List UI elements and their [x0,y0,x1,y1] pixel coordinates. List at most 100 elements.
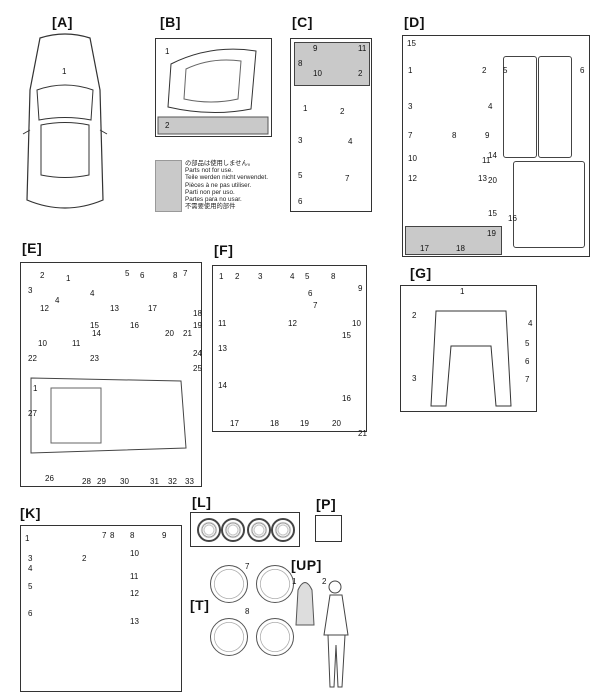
sprue-c-frame [290,38,372,212]
legend-swatch [155,160,182,212]
part-number: 24 [193,349,202,358]
part-number: 8 [245,607,250,616]
part-number: 2 [412,311,417,320]
part-number: 2 [82,554,87,563]
part-number: 7 [525,375,530,384]
part-number: 6 [308,289,313,298]
part-number: 19 [193,321,202,330]
part-number: 2 [40,271,45,280]
legend-line: 不需要使用的部件 [185,203,236,211]
wheel-part [197,518,221,542]
part-number: 13 [218,344,227,353]
part-number: 2 [358,69,363,78]
legend-line: Pièces à ne pas utiliser. [185,181,252,189]
part-number: 5 [298,171,303,180]
door-panel-part [503,56,537,158]
part-number: 11 [358,44,367,53]
legend-text: の部品は使用しません。 Parts not for use. Teile wer… [185,160,268,210]
part-number: 3 [28,554,33,563]
tire-part [256,618,294,656]
part-number: 4 [290,272,295,281]
part-number: 18 [270,419,279,428]
wheel-part [247,518,271,542]
hood-part [157,48,269,135]
part-number: 13 [110,304,119,313]
part-number: 17 [420,244,429,253]
part-number: 7 [345,174,350,183]
tire-part [256,565,294,603]
part-number: 19 [300,419,309,428]
part-number: 5 [503,66,508,75]
legend-line: Teile werden nicht verwendet. [185,174,268,182]
sprue-b-frame [155,38,272,137]
part-number: 6 [580,66,585,75]
sprue-k-label: [K] [20,505,41,521]
sprue-d-label: [D] [404,14,425,30]
part-number: 1 [62,67,67,76]
part-number: 7 [102,531,107,540]
part-number: 10 [130,549,139,558]
part-number: 15 [488,209,497,218]
part-number: 2 [165,121,170,130]
part-number: 27 [28,409,37,418]
wheel-part [221,518,245,542]
part-number: 20 [165,329,174,338]
part-number: 16 [130,321,139,330]
part-number: 33 [185,477,194,486]
part-number: 8 [298,59,303,68]
part-number: 9 [358,284,363,293]
part-number: 1 [33,384,38,393]
tire-part [210,618,248,656]
part-number: 3 [28,286,33,295]
sprue-p-label: [P] [316,496,337,512]
part-number: 14 [488,151,497,160]
part-number: 1 [25,534,30,543]
part-number: 4 [488,102,493,111]
part-number: 22 [28,354,37,363]
part-number: 10 [38,339,47,348]
part-number: 1 [303,104,308,113]
part-number: 12 [288,319,297,328]
part-number: 6 [525,357,530,366]
part-number: 1 [460,287,465,296]
part-number: 2 [235,272,240,281]
part-number: 4 [90,289,95,298]
part-number: 10 [313,69,322,78]
part-number: 1 [66,274,71,283]
part-number: 5 [305,272,310,281]
part-number: 1 [219,272,224,281]
part-number: 1 [165,47,170,56]
legend-line: Parts not for use. [185,167,233,175]
part-number: 4 [528,319,533,328]
part-number: 23 [90,354,99,363]
part-number: 32 [168,477,177,486]
part-number: 7 [313,301,318,310]
part-number: 15 [407,39,416,48]
interior-tub-part [513,161,585,248]
part-number: 13 [478,174,487,183]
part-number: 30 [120,477,129,486]
part-number: 12 [130,589,139,598]
part-number: 6 [298,197,303,206]
sprue-d-unused-block [405,226,502,255]
sprue-g-frame [400,285,537,412]
door-panel-part [538,56,572,158]
part-number: 20 [332,419,341,428]
part-number: 9 [313,44,318,53]
part-number: 8 [331,272,336,281]
part-number: 28 [82,477,91,486]
part-number: 18 [193,309,202,318]
part-number: 21 [358,429,367,438]
part-number: 7 [183,269,188,278]
part-number: 12 [40,304,49,313]
part-number: 16 [508,214,517,223]
part-number: 13 [130,617,139,626]
part-number: 3 [258,272,263,281]
part-number: 9 [162,531,167,540]
wheel-part [271,518,295,542]
sprue-p-frame [315,515,342,542]
part-number: 7 [245,562,250,571]
part-number: 3 [298,136,303,145]
sprue-b-label: [B] [160,14,181,30]
part-number: 20 [488,176,497,185]
